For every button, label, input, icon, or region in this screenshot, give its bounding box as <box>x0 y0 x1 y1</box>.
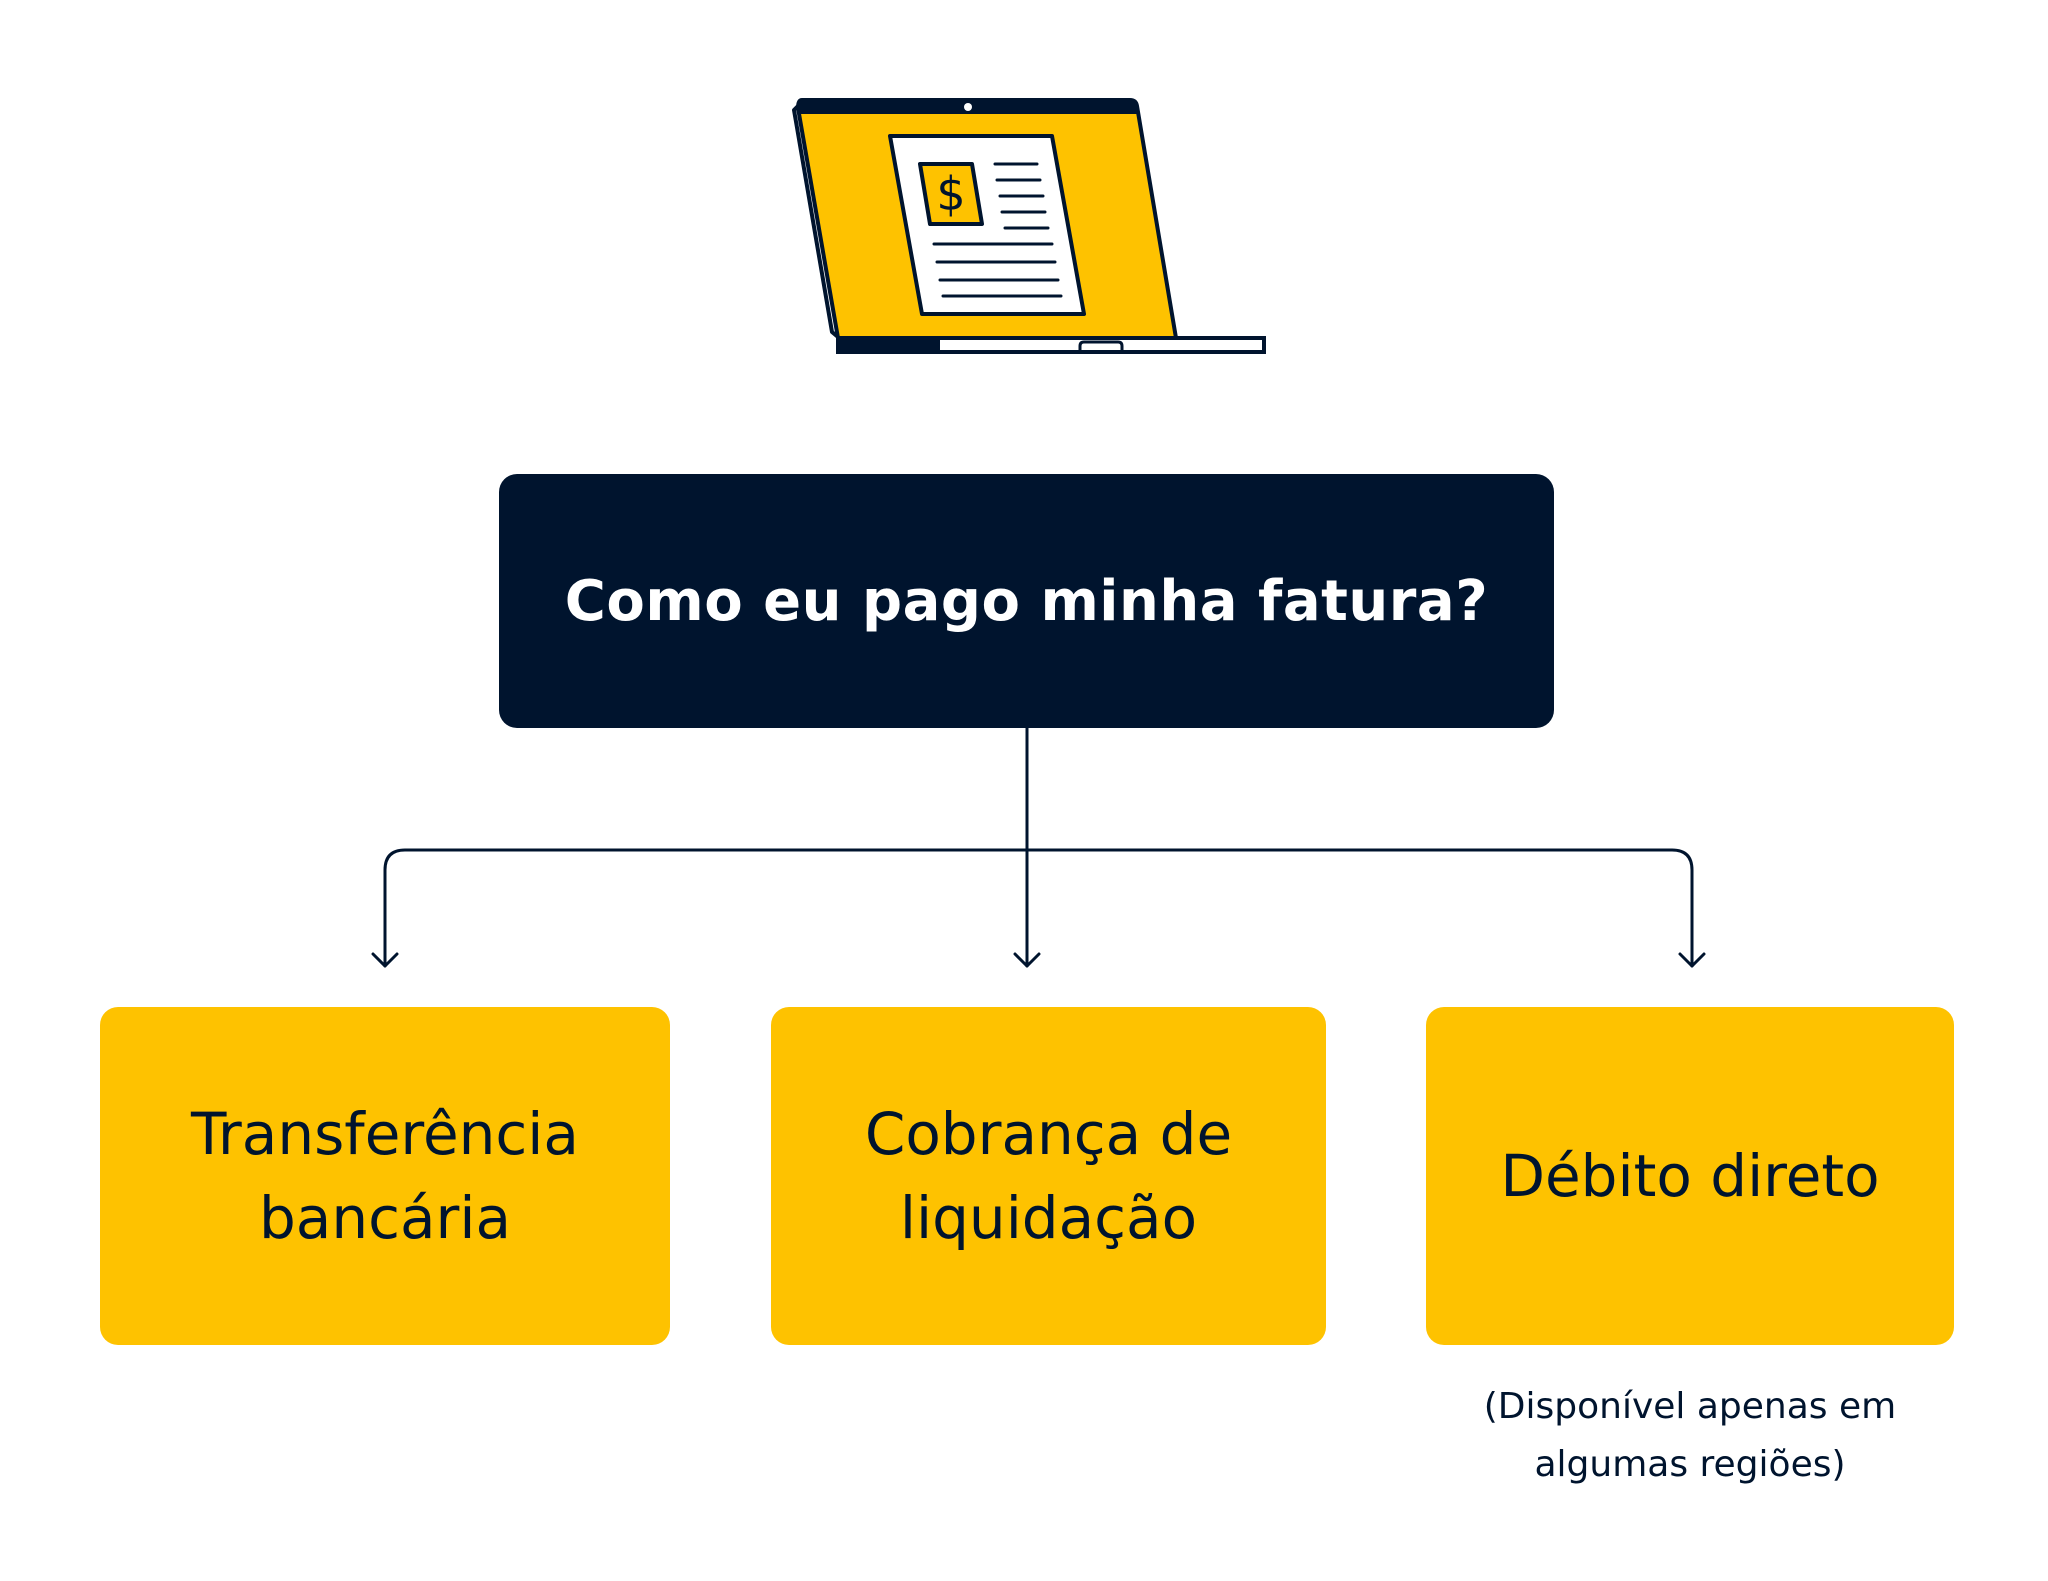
laptop-invoice-icon: $ <box>792 98 1266 354</box>
direct-debit-footnote: (Disponível apenas em algumas regiões) <box>1483 1386 1897 1485</box>
question-box: Como eu pago minha fatura? <box>499 474 1554 728</box>
option-settlement-charge: Cobrança de liquidação <box>771 1007 1326 1345</box>
option-label-bank-transfer: Transferência bancária <box>191 1100 579 1252</box>
option-bank-transfer: Transferência bancária <box>100 1007 670 1345</box>
option-direct-debit: Débito direto <box>1426 1007 1954 1345</box>
dollar-sign-icon: $ <box>936 167 965 221</box>
option-label-settlement-charge: Cobrança de liquidação <box>864 1100 1233 1252</box>
question-title: Como eu pago minha fatura? <box>564 568 1489 634</box>
option-label-direct-debit: Débito direto <box>1500 1142 1880 1210</box>
